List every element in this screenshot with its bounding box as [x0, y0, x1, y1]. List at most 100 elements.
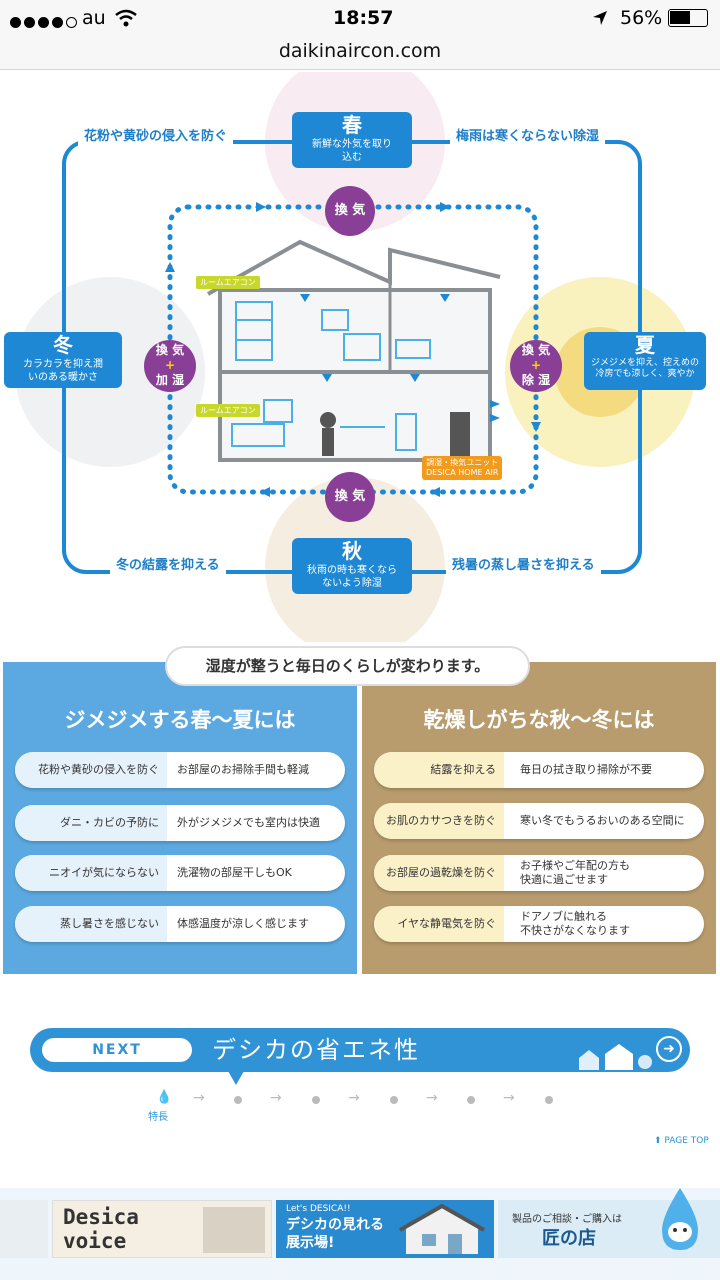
- showroom-house-icon: [399, 1204, 485, 1254]
- winter-desc: カラカラを抑え潤いのある暖かさ: [23, 359, 103, 383]
- next-page-banner[interactable]: NEXT デシカの省エネ性 ➜: [30, 1028, 690, 1072]
- current-step-pointer: [228, 1071, 244, 1085]
- benefit-row: 花粉や黄砂の侵入を防ぐ お部屋のお掃除手間も軽減: [15, 752, 345, 788]
- showroom-banner[interactable]: Let's DESICA!! デシカの見れる 展示場!: [276, 1200, 494, 1258]
- cycle-label-bottom-right: 残暑の蒸し暑さを抑える: [446, 557, 601, 575]
- benefit-row: 結露を抑える 毎日の拭き取り掃除が不要: [374, 752, 704, 788]
- benefit-label: ニオイが気にならない: [15, 855, 167, 891]
- step-dot[interactable]: [234, 1096, 242, 1104]
- benefit-value: お子様やご年配の方も 快適に過ごせます: [520, 855, 700, 891]
- page-top-link[interactable]: ⬆ PAGE TOP: [654, 1136, 709, 1146]
- benefit-label: ダニ・カビの予防に: [15, 805, 167, 841]
- houses-icon: [579, 1044, 652, 1070]
- unit-tag-line: 調湿・換気ユニット: [426, 458, 499, 467]
- benefit-label: 結露を抑える: [374, 752, 504, 788]
- step-dot[interactable]: [467, 1096, 475, 1104]
- benefit-label: イヤな静電気を防ぐ: [374, 906, 504, 942]
- next-pill: NEXT: [42, 1038, 192, 1062]
- desica-unit-tag: 調湿・換気ユニット DESICA HOME AIR: [422, 456, 503, 480]
- location-arrow-icon: [593, 11, 607, 25]
- humidity-benefit-heading: 湿度が整うと毎日のくらしが変わります。: [165, 646, 530, 686]
- badge-line: 換 気: [155, 343, 185, 357]
- showroom-small-label: Let's DESICA!!: [286, 1204, 351, 1214]
- autumn-winter-title: 乾燥しがちな秋〜冬には: [423, 708, 655, 732]
- step-arrow-icon: →: [503, 1090, 515, 1106]
- step-current-label[interactable]: 特長: [148, 1112, 168, 1123]
- benefit-label: お部屋の過乾燥を防ぐ: [374, 855, 504, 891]
- benefit-row: 蒸し暑さを感じない 体感温度が涼しく感じます: [15, 906, 345, 942]
- page-top-label: PAGE TOP: [664, 1136, 709, 1146]
- autumn-desc: 秋雨の時も寒くならないよう除湿: [307, 565, 397, 589]
- cycle-label-top-left: 花粉や黄砂の侵入を防ぐ: [78, 128, 234, 146]
- house-photo: [203, 1207, 265, 1253]
- autumn-title: 秋: [342, 539, 362, 563]
- unit-tag-line: DESICA HOME AIR: [426, 468, 499, 477]
- badge-line: 加 湿: [155, 373, 185, 387]
- step-arrow-icon: →: [270, 1090, 282, 1106]
- winter-box: 冬 カラカラを抑え潤いのある暖かさ: [4, 332, 122, 388]
- next-page-title: デシカの省エネ性: [212, 1036, 420, 1064]
- showroom-title: デシカの見れる 展示場!: [286, 1216, 384, 1252]
- benefit-value: 洗濯物の部屋干しもOK: [177, 866, 292, 879]
- step-dot[interactable]: [390, 1096, 398, 1104]
- benefit-row: ニオイが気にならない 洗濯物の部屋干しもOK: [15, 855, 345, 891]
- benefit-value: ドアノブに触れる 不快さがなくなります: [520, 906, 700, 942]
- banner-edge-left: [0, 1200, 48, 1258]
- badge-plus: +: [164, 358, 176, 372]
- badge-line: 換 気: [521, 343, 551, 357]
- ventilation-humidify-badge: 換 気 + 加 湿: [144, 340, 196, 392]
- step-arrow-icon: →: [193, 1090, 205, 1106]
- badge-plus: +: [530, 358, 542, 372]
- benefit-label: お肌のカサつきを防ぐ: [374, 803, 504, 839]
- ventilation-bottom-badge: 換 気: [325, 472, 375, 522]
- voice-banner-text: Desica voice: [63, 1205, 139, 1253]
- cycle-label-top-right: 梅雨は寒くならない除湿: [450, 128, 606, 146]
- showroom-line: 展示場!: [286, 1235, 335, 1251]
- benefit-row: ダニ・カビの予防に 外がジメジメでも室内は快適: [15, 805, 345, 841]
- season-cycle-diagram: 春 新鮮な外気を取り込む 夏 ジメジメを抑え、控えめの冷房でも涼しく、爽やか 冬…: [0, 72, 720, 642]
- step-dot[interactable]: [312, 1096, 320, 1104]
- summer-desc: ジメジメを抑え、控えめの冷房でも涼しく、爽やか: [590, 358, 699, 379]
- benefit-value: 寒い冬でもうるおいのある空間に: [520, 814, 685, 827]
- benefit-label: 花粉や黄砂の侵入を防ぐ: [15, 752, 167, 788]
- winter-title: 冬: [53, 333, 73, 357]
- consult-label: 製品のご相談・ご購入は: [512, 1214, 622, 1225]
- benefit-row: お肌のカサつきを防ぐ 寒い冬でもうるおいのある空間に: [374, 803, 704, 839]
- takumi-shop-banner[interactable]: 製品のご相談・ご購入は 匠の店: [498, 1188, 720, 1258]
- carrier-label: au: [82, 7, 106, 29]
- voice-line: voice: [63, 1229, 127, 1253]
- room-ac-tag-upper: ルームエアコン: [196, 276, 260, 289]
- summer-title: 夏: [635, 333, 655, 357]
- summer-box: 夏 ジメジメを抑え、控えめの冷房でも涼しく、爽やか: [584, 332, 706, 390]
- ventilation-top-badge: 換 気: [325, 186, 375, 236]
- ventilation-dehumidify-badge: 換 気 + 除 湿: [510, 340, 562, 392]
- cycle-label-bottom-left: 冬の結露を抑える: [110, 557, 226, 575]
- battery-percent: 56%: [620, 7, 663, 29]
- arrow-up-icon: ⬆: [654, 1136, 662, 1146]
- step-dot[interactable]: [545, 1096, 553, 1104]
- benefit-value: 外がジメジメでも室内は快適: [177, 816, 320, 829]
- benefit-value-line: 不快さがなくなります: [520, 924, 630, 937]
- spring-summer-title: ジメジメする春〜夏には: [64, 708, 296, 732]
- badge-line: 除 湿: [521, 373, 551, 387]
- room-ac-tag-lower: ルームエアコン: [196, 404, 260, 417]
- desica-voice-banner[interactable]: Desica voice: [52, 1200, 272, 1258]
- benefit-value: 体感温度が涼しく感じます: [177, 917, 309, 930]
- step-arrow-icon: →: [426, 1090, 438, 1106]
- signal-strength-icon: [10, 10, 80, 34]
- spring-desc: 新鮮な外気を取り込む: [312, 139, 392, 163]
- spring-summer-panel: ジメジメする春〜夏には 花粉や黄砂の侵入を防ぐ お部屋のお掃除手間も軽減 ダニ・…: [3, 662, 357, 974]
- benefit-value: 毎日の拭き取り掃除が不要: [520, 763, 652, 776]
- autumn-winter-panel: 乾燥しがちな秋〜冬には 結露を抑える 毎日の拭き取り掃除が不要 お肌のカサつきを…: [362, 662, 716, 974]
- spring-title: 春: [342, 113, 362, 137]
- benefit-label: 蒸し暑さを感じない: [15, 906, 167, 942]
- water-drop-mascot-icon: [662, 1188, 698, 1250]
- autumn-box: 秋 秋雨の時も寒くならないよう除湿: [292, 538, 412, 594]
- showroom-line: デシカの見れる: [286, 1217, 384, 1233]
- benefit-row: イヤな静電気を防ぐ ドアノブに触れる 不快さがなくなります: [374, 906, 704, 942]
- address-bar[interactable]: daikinaircon.com: [0, 36, 720, 70]
- benefit-value: お部屋のお掃除手間も軽減: [177, 763, 309, 776]
- benefit-value-line: お子様やご年配の方も: [520, 859, 630, 872]
- benefit-value-line: ドアノブに触れる: [520, 910, 608, 923]
- water-drop-icon: 💧: [156, 1090, 173, 1105]
